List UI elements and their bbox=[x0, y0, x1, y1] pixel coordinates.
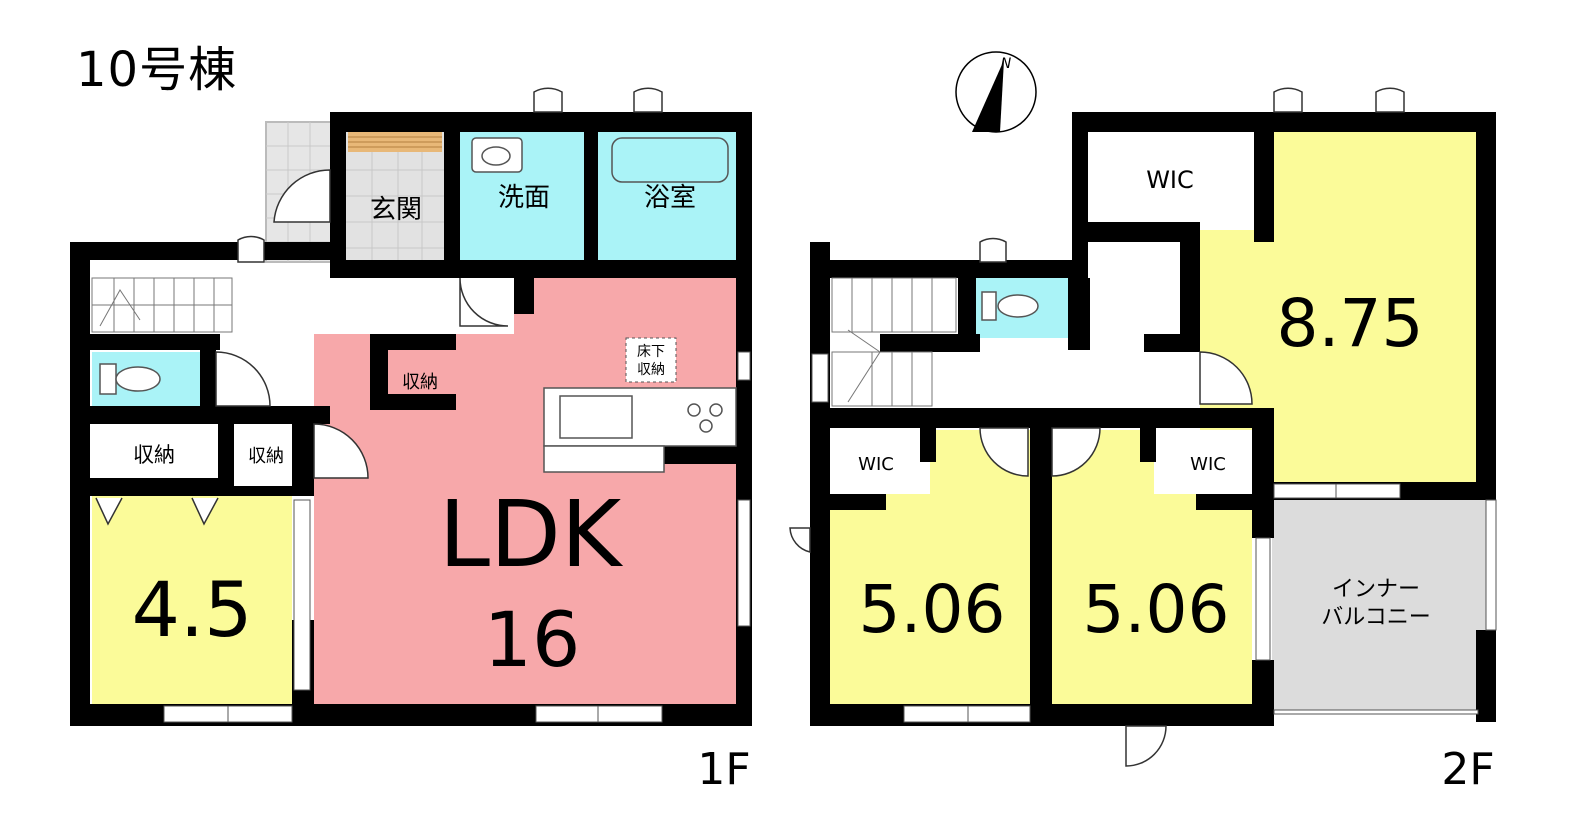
yukashita-hatch bbox=[625, 337, 677, 383]
balcony-area bbox=[1272, 500, 1486, 712]
wic-top-label: WIC bbox=[1146, 166, 1194, 194]
yukashita-label-2: 収納 bbox=[637, 362, 665, 378]
shuno-label-b: 収納 bbox=[248, 446, 284, 467]
room-506-right-size-label: 5.06 bbox=[1083, 571, 1230, 648]
balcony-label-1: インナー bbox=[1332, 577, 1420, 602]
wic-left-area bbox=[830, 430, 930, 494]
ldk-size-label: 16 bbox=[484, 595, 581, 684]
genkan-label: 玄関 bbox=[370, 195, 422, 225]
room-45-size-label: 4.5 bbox=[132, 565, 253, 654]
ldk-name-label: LDK bbox=[439, 481, 624, 588]
compass: N bbox=[955, 51, 1037, 133]
floor-2: WIC WIC WIC 8.75 5.06 5.06 インナー バルコニー 2F bbox=[789, 87, 1497, 795]
wic-right-label: WIC bbox=[1190, 454, 1226, 475]
floor-1: 玄関 洗面 浴室 LDK 16 4.5 収納 収納 収納 床下 収納 1F bbox=[70, 87, 752, 795]
shuno-label-a: 収納 bbox=[133, 443, 175, 467]
yokushitsu-label: 浴室 bbox=[644, 183, 696, 213]
room-506-left-size-label: 5.06 bbox=[859, 571, 1006, 648]
yukashita-label-1: 床下 bbox=[637, 344, 665, 360]
floor1-label: 1F bbox=[697, 744, 750, 795]
room-875-cut bbox=[1200, 132, 1254, 230]
balcony-label-2: バルコニー bbox=[1321, 605, 1431, 630]
floor2-label: 2F bbox=[1441, 744, 1494, 795]
shuno-label-c: 収納 bbox=[402, 372, 438, 393]
senmen-label: 洗面 bbox=[498, 183, 550, 213]
building-title: 10号棟 bbox=[76, 42, 238, 98]
wic-right-area bbox=[1154, 430, 1252, 494]
wic-left-label: WIC bbox=[858, 454, 894, 475]
room-875-size-label: 8.75 bbox=[1277, 285, 1424, 362]
room-45 bbox=[92, 496, 292, 704]
compass-north-label: N bbox=[1001, 56, 1012, 72]
